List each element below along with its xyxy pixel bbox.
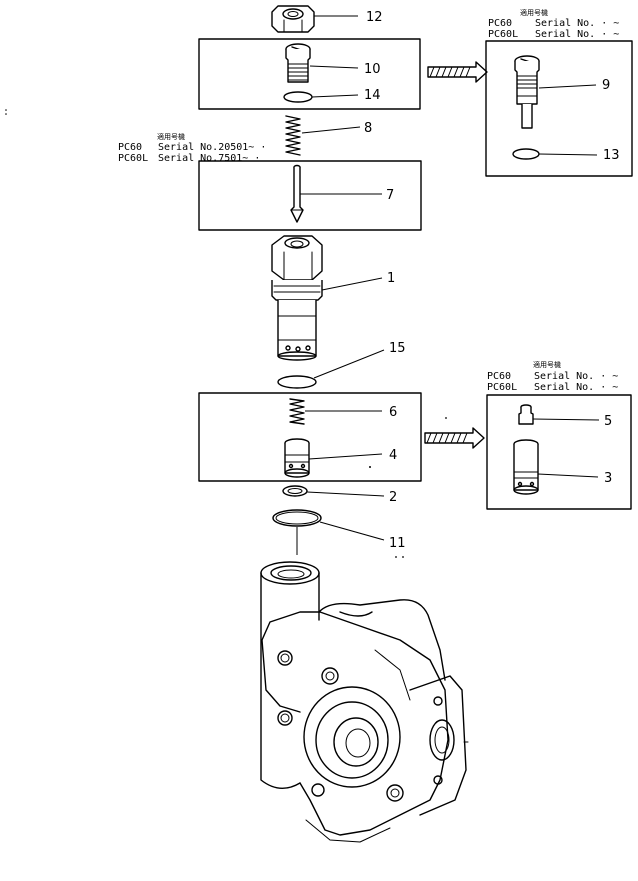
note-left-mid-serial-2: Serial No.7501~ · (158, 153, 260, 164)
callout-15: 15 (389, 341, 406, 356)
note-top-right: 適用号機 PC60 Serial No. · ~ PC60L Serial No… (488, 8, 619, 40)
callout-12: 12 (366, 10, 383, 25)
note-top-right-serial-2: Serial No. · ~ (535, 29, 619, 40)
hatched-arrow-top (427, 61, 488, 83)
leader-4 (308, 453, 383, 460)
leader-9 (538, 84, 597, 89)
leader-3 (537, 473, 599, 478)
callout-9: 9 (602, 78, 610, 93)
part-4-spool (284, 438, 310, 478)
part-10-plug (285, 43, 311, 83)
note-top-right-model-1: PC60 (488, 18, 512, 29)
callout-13: 13 (603, 148, 620, 163)
callout-2: 2 (389, 490, 397, 505)
part-14-o-ring (283, 91, 313, 103)
callout-14: 14 (364, 88, 381, 103)
group-box-10-14 (198, 38, 421, 110)
note-left-mid-model-1: PC60 (118, 142, 142, 153)
group-box-7 (198, 160, 422, 231)
leader-10 (309, 65, 359, 69)
callout-8: 8 (364, 121, 372, 136)
callout-1: 1 (387, 271, 395, 286)
part-1-valve-body (271, 235, 323, 361)
callout-11: 11 (389, 536, 406, 551)
note-left-mid-header: 適用号機 (157, 132, 185, 141)
leader-5 (532, 418, 600, 421)
callout-6: 6 (389, 405, 397, 420)
part-8-spring (285, 115, 301, 156)
part-5-plunger (518, 404, 534, 425)
leader-8 (301, 126, 361, 134)
note-right-mid-serial-1: Serial No. · ~ (534, 371, 618, 382)
group-box-6-4 (198, 392, 422, 482)
note-top-right-header: 適用号機 (520, 8, 548, 17)
note-left-mid-model-2: PC60L (118, 153, 148, 164)
note-right-mid-model-1: PC60 (487, 371, 511, 382)
leader-13 (538, 153, 598, 156)
speck-dot-2 (445, 417, 447, 419)
part-11-o-ring (272, 509, 322, 527)
note-top-right-model-2: PC60L (488, 29, 518, 40)
note-left-mid-serial-1: Serial No.20501~ · (158, 142, 266, 153)
part-6-spring (289, 398, 305, 425)
callout-3: 3 (604, 471, 612, 486)
note-left-mid: 適用号機 PC60 Serial No.20501~ · PC60L Seria… (118, 132, 266, 164)
hatched-arrow-mid (424, 427, 485, 449)
callout-4: 4 (389, 448, 397, 463)
part-9-plug (514, 55, 540, 129)
part-15-o-ring (277, 375, 317, 389)
callout-5: 5 (604, 414, 612, 429)
callout-7: 7 (386, 188, 394, 203)
part-12-nut (271, 5, 315, 33)
note-right-mid-model-2: PC60L (487, 382, 517, 393)
margin-speck (5, 109, 7, 111)
leader-11 (319, 521, 385, 541)
note-top-right-serial-1: Serial No. · ~ (535, 18, 619, 29)
speck-dot (369, 466, 371, 468)
leader-15 (313, 349, 385, 379)
part-13-o-ring (512, 148, 540, 160)
part-7-pin (290, 164, 304, 223)
callout-10: 10 (364, 62, 381, 77)
leader-2 (306, 491, 385, 497)
pump-housing (260, 561, 469, 843)
note-right-mid-serial-2: Serial No. · ~ (534, 382, 618, 393)
leader-1 (321, 277, 383, 291)
note-right-mid-header: 適用号機 (533, 360, 561, 369)
group-box-5-3 (486, 394, 632, 510)
part-3-spool (513, 439, 539, 495)
group-box-9-13 (485, 40, 633, 177)
note-right-mid: 適用号機 PC60 Serial No. · ~ PC60L Serial No… (487, 360, 618, 393)
leader-14 (311, 94, 359, 98)
part-2-ring (282, 485, 308, 497)
